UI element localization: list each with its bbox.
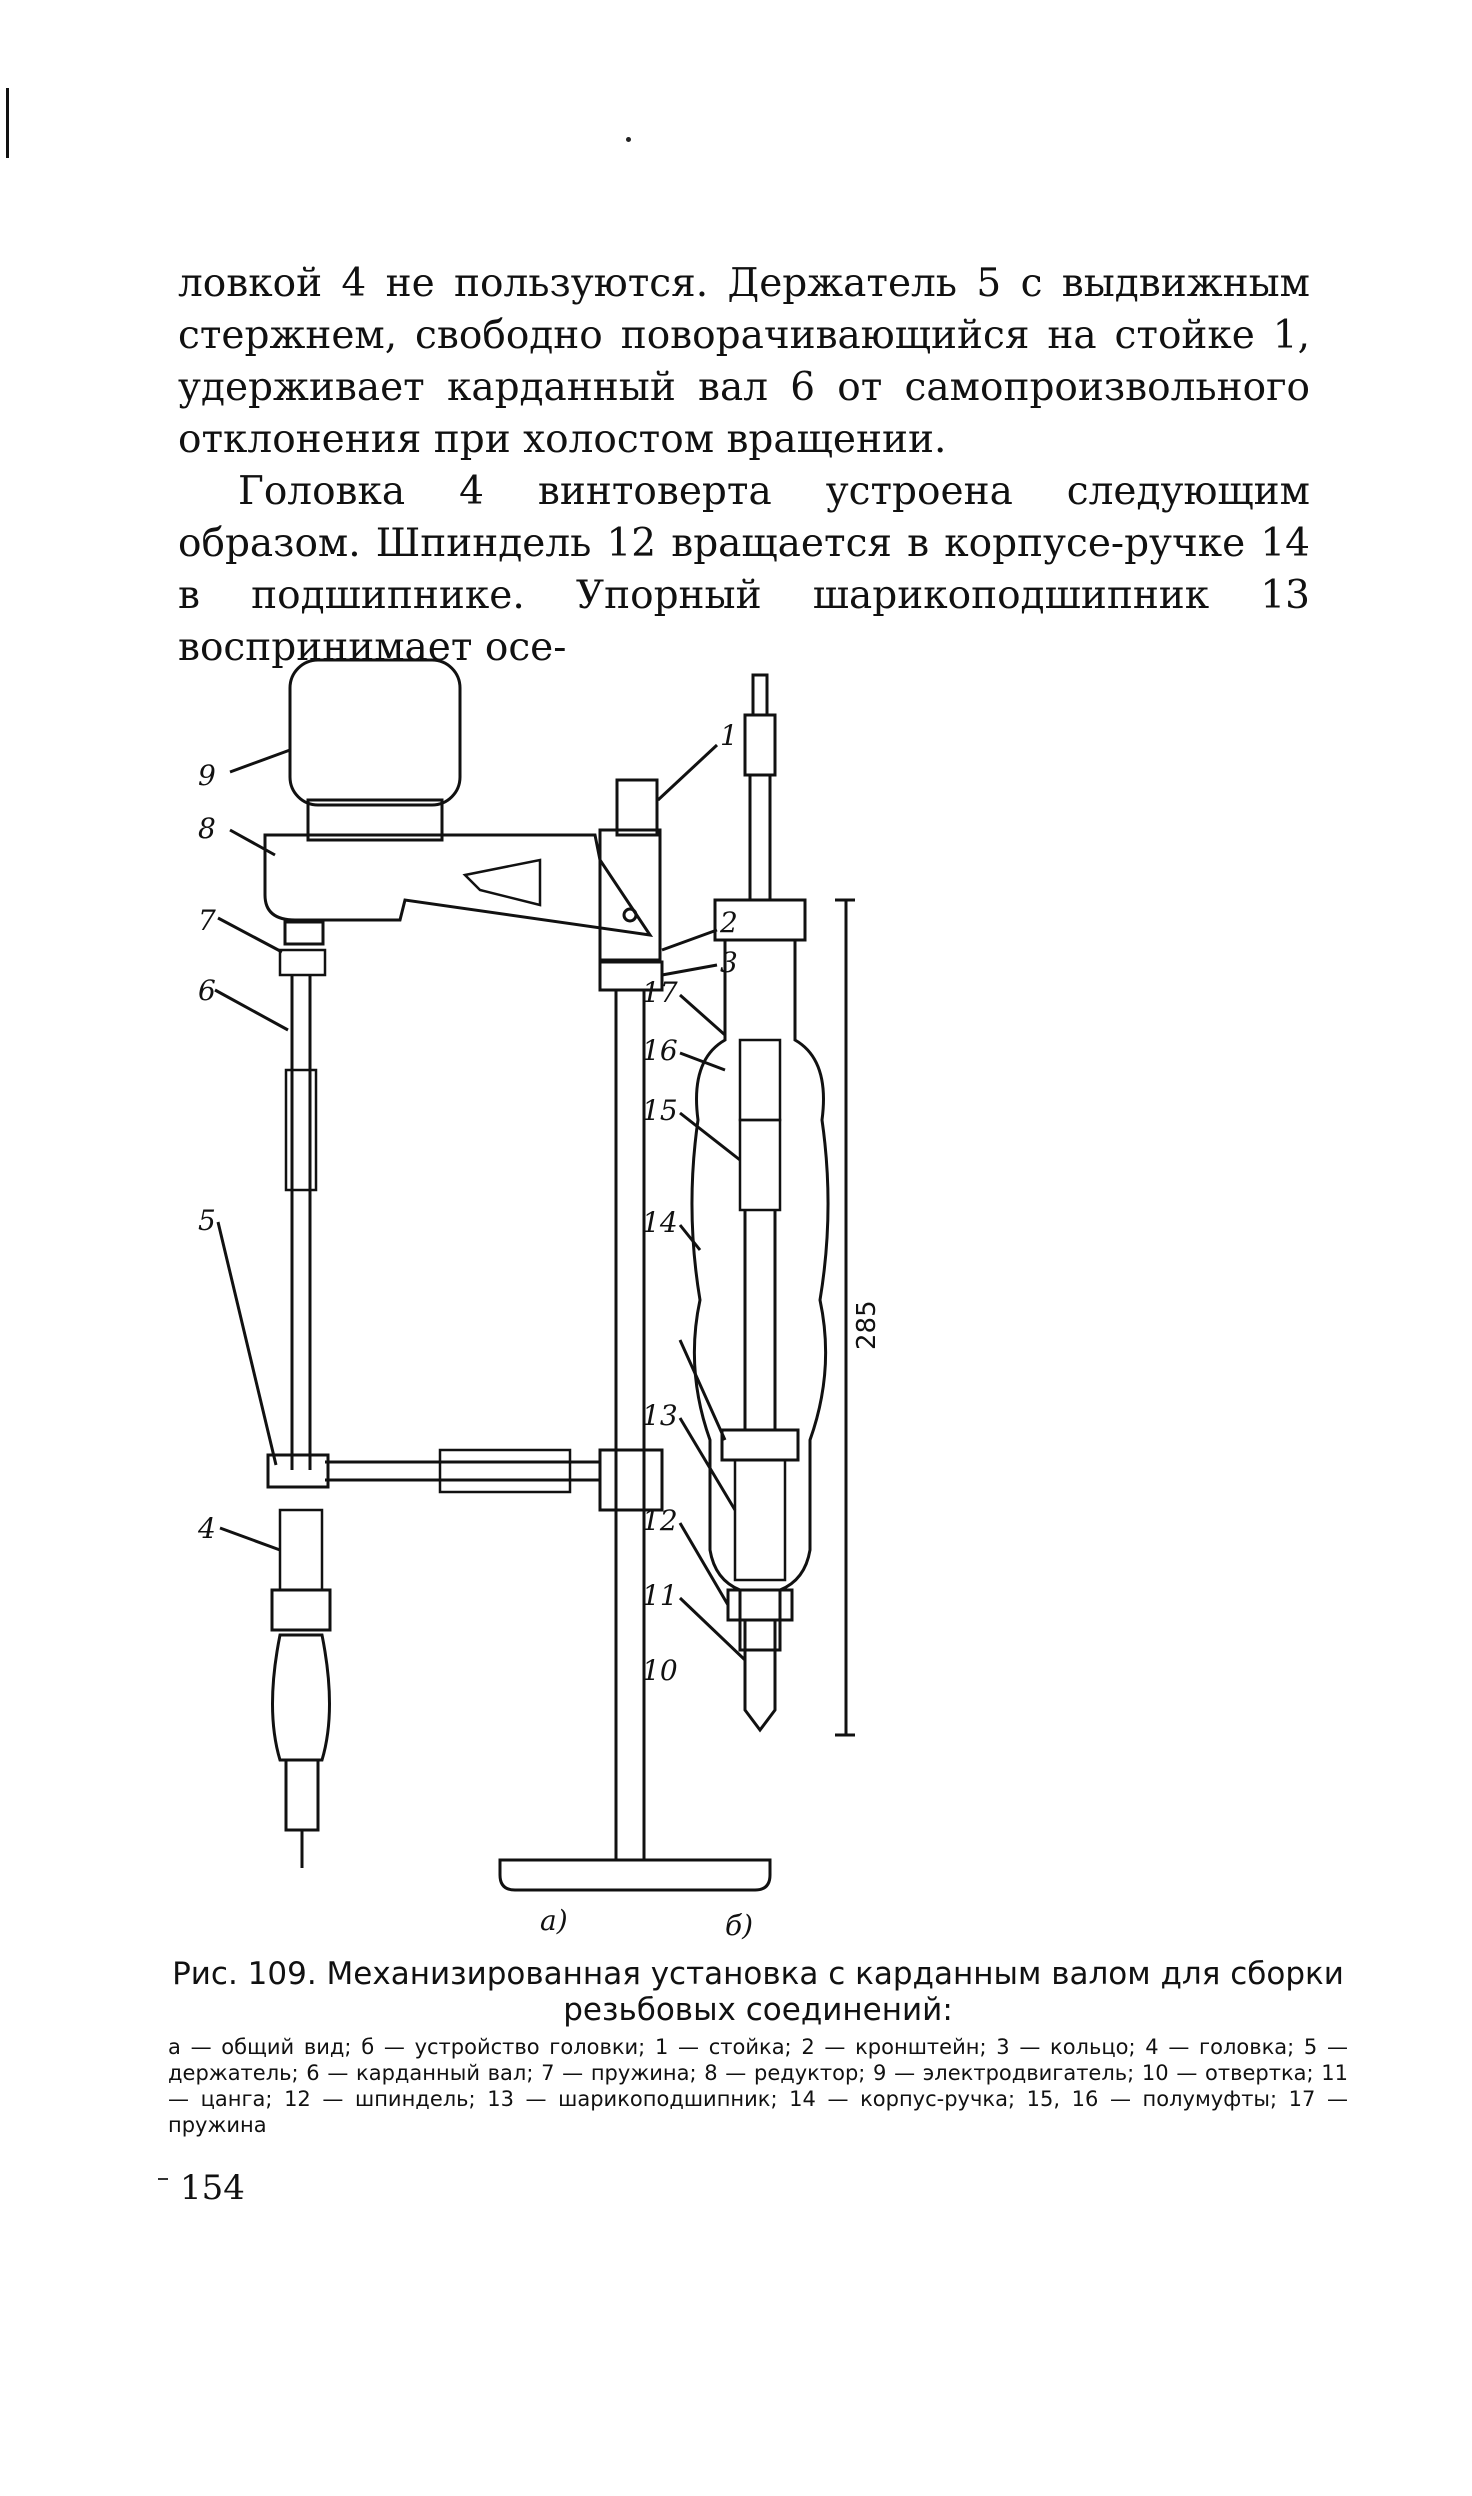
caption-legend: а — общий вид; б — устройство головки; 1… <box>168 2035 1348 2137</box>
half-coupling-15 <box>738 1118 782 1212</box>
label-3: 3 <box>720 946 738 979</box>
label-15: 15 <box>642 1094 678 1127</box>
label-1: 1 <box>720 719 738 752</box>
scan-dot <box>626 137 631 142</box>
screwdriver-10 <box>743 1620 777 1733</box>
page-tick <box>158 2178 168 2180</box>
label-16: 16 <box>642 1034 678 1067</box>
head-4 <box>270 1588 332 1632</box>
technical-drawing: 9 8 7 6 5 4 1 2 3 17 16 15 14 13 12 11 1… <box>197 658 882 1940</box>
label-14: 14 <box>642 1206 678 1239</box>
spindle-12 <box>733 1458 787 1582</box>
label-2: 2 <box>719 906 738 939</box>
label-11: 11 <box>642 1579 678 1612</box>
figure-109: 9 8 7 6 5 4 1 2 3 17 16 15 14 13 12 11 1… <box>180 650 1330 1940</box>
caption-title: Рис. 109. Механизированная установка с к… <box>172 1956 1344 2028</box>
label-13: 13 <box>642 1399 678 1432</box>
column-base <box>498 1858 772 1892</box>
paragraph-1: ловкой 4 не пользуются. Держатель 5 с вы… <box>178 261 1310 462</box>
scan-edge-mark <box>6 88 9 158</box>
reducer-8 <box>263 833 654 937</box>
figure-caption: Рис. 109. Механизированная установка с к… <box>168 1956 1348 2138</box>
label-5: 5 <box>198 1204 216 1237</box>
label-7: 7 <box>198 904 216 937</box>
collet-11 <box>726 1588 794 1622</box>
bracket-2 <box>598 828 662 962</box>
subfigure-a-label: а) <box>540 1904 568 1937</box>
label-6: 6 <box>198 974 216 1007</box>
label-8: 8 <box>198 812 216 845</box>
cap-top <box>713 898 807 942</box>
label-4: 4 <box>197 1512 216 1545</box>
ring-3 <box>598 960 664 992</box>
paragraph-2: Головка 4 винтоверта устроена следующим … <box>178 469 1310 670</box>
bearing-13 <box>720 1428 800 1462</box>
holder-clamp <box>598 1448 664 1512</box>
body-text: ловкой 4 не пользуются. Держатель 5 с вы… <box>178 258 1310 674</box>
subfigure-b-label: б) <box>725 1909 753 1940</box>
head-section-top <box>751 673 769 717</box>
dimension-285: 285 <box>852 1300 882 1350</box>
half-coupling-16 <box>738 1038 782 1122</box>
motor-9 <box>288 658 462 807</box>
label-9: 9 <box>198 759 216 792</box>
label-12: 12 <box>642 1504 678 1537</box>
label-17: 17 <box>642 976 678 1009</box>
label-10: 10 <box>642 1654 678 1687</box>
page-number: 154 <box>180 2168 245 2208</box>
housing-14 <box>690 940 830 1652</box>
